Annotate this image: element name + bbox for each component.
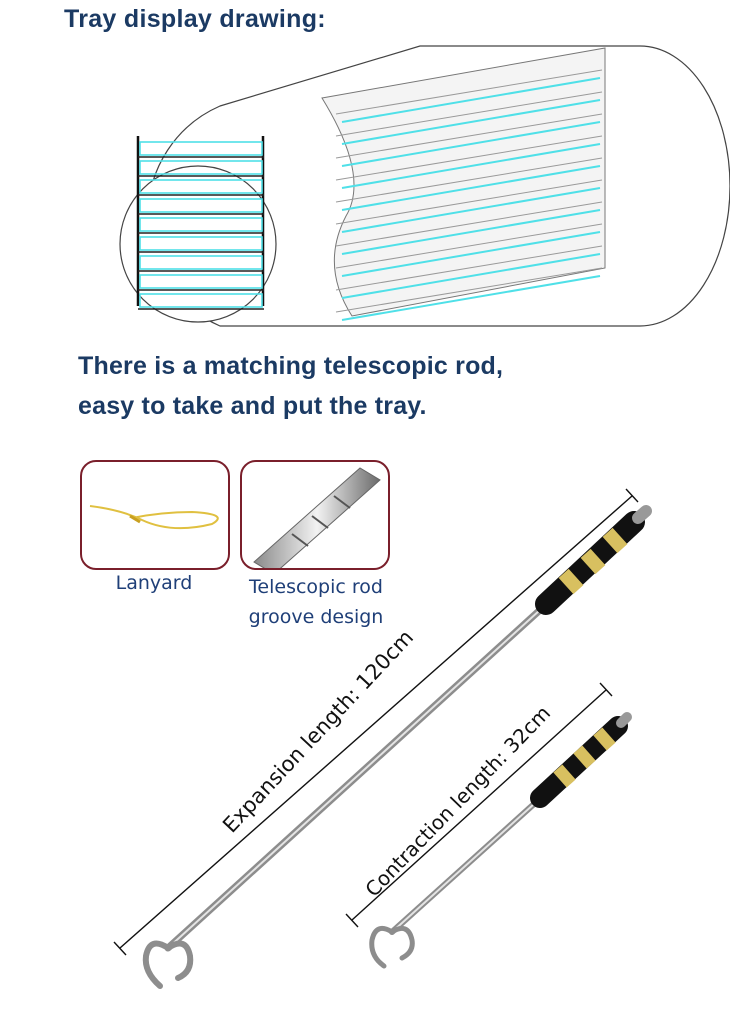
tray-shelf-line [335, 113, 603, 167]
telescopic-rod-caption-line-2: groove design [248, 606, 384, 628]
long-rod-hook [142, 940, 194, 989]
tray-shelf-line [335, 157, 603, 211]
tray-zoomed-view [321, 47, 606, 321]
tray-slot [139, 236, 263, 251]
intro-line-2: easy to take and put the tray. [78, 392, 427, 420]
long-rod [142, 505, 652, 989]
page-title: Tray display drawing: [64, 5, 326, 33]
short-rod-handle [530, 712, 632, 808]
tray-slot [139, 255, 263, 270]
tray-slot [139, 160, 263, 175]
tray-slot [139, 274, 263, 289]
tray-shelf-line [335, 91, 603, 145]
tray-slot [139, 141, 263, 156]
tray-slot [139, 179, 263, 194]
tray-shelf-line [335, 201, 603, 255]
telescopic-rods-illustration: Expansion length: 120cm Contraction leng… [113, 488, 652, 989]
short-rod-hook [369, 925, 415, 969]
tray-slot [139, 198, 263, 213]
tray-shelf-line [335, 245, 603, 299]
long-rod-dimension [113, 488, 639, 956]
telescopic-rod-caption-line-1: Telescopic rod [249, 576, 383, 598]
long-rod-handle [535, 505, 652, 615]
tray-shelf-line [335, 135, 603, 189]
short-rod-dimension [345, 682, 613, 928]
short-rod [369, 712, 632, 969]
tray-slot [139, 293, 263, 308]
tray-shelf-line [335, 267, 603, 321]
telescopic-rod-image [253, 467, 381, 568]
tray-shelf-line [335, 69, 603, 123]
tray-slot [139, 217, 263, 232]
tray-shelf-line [335, 179, 603, 233]
telescopic-rod-inset [240, 460, 390, 570]
tray-shelf-line [335, 223, 603, 277]
tray-circle-detail [119, 136, 277, 323]
lanyard-image [89, 505, 219, 530]
tray-display-drawing [119, 45, 730, 327]
intro-line-1: There is a matching telescopic rod, [78, 352, 504, 380]
lanyard-inset [80, 460, 230, 570]
lanyard-caption: Lanyard [115, 572, 193, 594]
telescopic-rod-caption: Telescopic rod groove design [236, 572, 396, 632]
long-rod-label: Expansion length: 120cm [218, 625, 418, 837]
